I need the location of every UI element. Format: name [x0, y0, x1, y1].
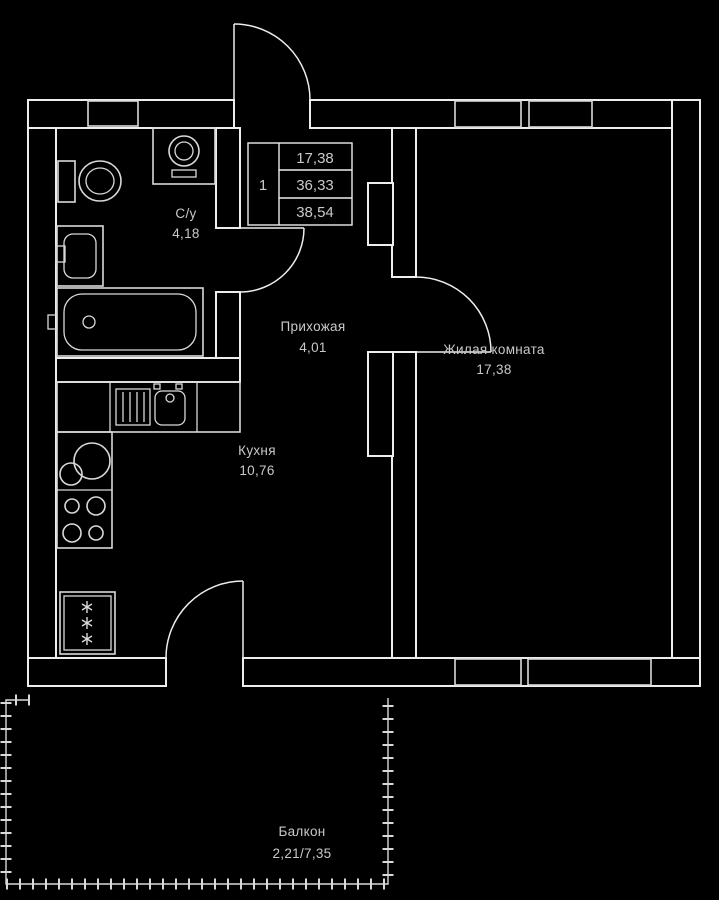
vent-duct-upper: [367, 182, 394, 246]
dish-rack-icon: [115, 388, 151, 426]
wall-top-entry-side: [27, 99, 235, 129]
room-name-hallway: Прихожая: [281, 319, 346, 334]
window-top-left-icon: [454, 100, 522, 128]
wall-left: [27, 99, 57, 687]
wall-living-left-upper: [391, 127, 417, 278]
wall-right: [671, 99, 701, 687]
balcony-door-icon: [165, 580, 244, 659]
balcony-glazing-icon: [0, 694, 394, 890]
wall-living-left-lower: [391, 351, 417, 659]
wall-bottom-kitchen: [27, 657, 167, 687]
bathroom-fixtures: [47, 127, 216, 357]
living-room-door-icon: [415, 276, 492, 353]
wall-top-living: [309, 99, 701, 129]
room-area-kitchen: 10,76: [239, 463, 274, 478]
kitchen-fixtures: [56, 381, 241, 655]
kitchen-left-column: [56, 431, 113, 549]
room-area-bathroom: 4,18: [172, 226, 199, 241]
toilet-icon: [57, 160, 122, 203]
vent-duct-lower: [367, 351, 394, 457]
room-name-kitchen: Кухня: [238, 443, 276, 458]
windows: [87, 100, 652, 686]
window-bottom-right-icon: [527, 658, 652, 686]
wall-bathroom-right-lower: [215, 291, 241, 359]
bathtub-icon: [47, 287, 204, 357]
window-top-right-icon: [528, 100, 593, 128]
room-labels: С/у 4,18 Прихожая 4,01 Жилая комната 17,…: [172, 206, 545, 861]
title-block-rooms-count: 1: [259, 177, 267, 194]
stove-icon: [62, 496, 106, 543]
room-area-hallway: 4,01: [299, 340, 326, 355]
bathroom-door-icon: [239, 227, 305, 293]
round-sink-icon: [59, 442, 111, 486]
room-area-living: 17,38: [476, 362, 511, 377]
room-name-living: Жилая комната: [443, 342, 545, 357]
wall-bathroom-right-upper: [215, 127, 241, 229]
entrance-door-icon: [233, 23, 311, 101]
title-block-living-area: 17,38: [296, 150, 334, 167]
wall-bottom-living: [242, 657, 701, 687]
walls: [27, 99, 701, 687]
room-name-balcony: Балкон: [278, 824, 325, 839]
window-bottom-left-icon: [454, 658, 522, 686]
kitchen-counter-icon: [56, 381, 241, 433]
washing-machine-icon: [152, 127, 216, 185]
wall-bathroom-bottom: [55, 357, 241, 383]
room-name-bathroom: С/у: [175, 206, 196, 221]
title-block: 1 17,38 36,33 38,54: [247, 142, 353, 226]
vent-shaft-icon: [87, 100, 139, 127]
doors: [165, 23, 492, 659]
room-area-balcony: 2,21/7,35: [272, 846, 331, 861]
kitchen-sink-icon: [153, 383, 186, 426]
title-block-total-area: 38,54: [296, 204, 334, 221]
fridge-icon: [59, 591, 116, 655]
title-block-area: 36,33: [296, 177, 334, 194]
title-block-frame: [247, 142, 353, 226]
washbasin-icon: [55, 225, 104, 287]
fridge-snowflakes-icon: [81, 601, 93, 645]
